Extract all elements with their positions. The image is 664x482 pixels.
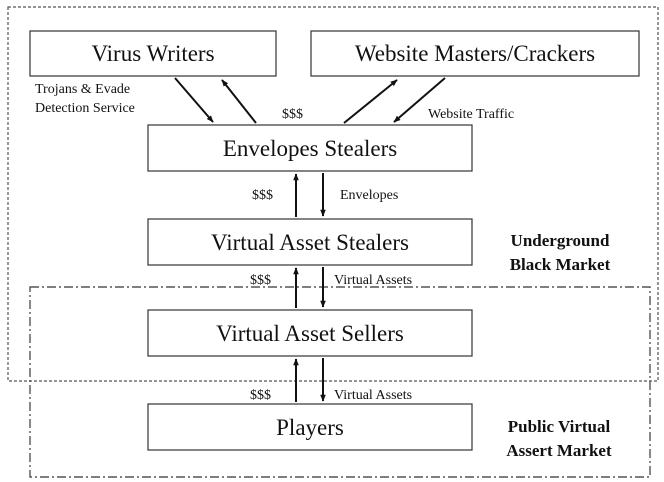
virtual-asset-stealers-box xyxy=(147,218,473,266)
arrow-money-to-website-masters xyxy=(343,79,398,124)
players-label: Players xyxy=(276,415,344,440)
virtual-asset-sellers-box xyxy=(147,309,473,357)
trojans-label-line1: Trojans & Evade xyxy=(35,82,130,97)
money-stealers-label: $$$ xyxy=(250,273,271,288)
arrow-website-traffic xyxy=(393,77,446,123)
public-market-region xyxy=(29,286,651,478)
underground-market-region xyxy=(7,6,659,382)
players-box xyxy=(147,403,473,451)
public-label-line1: Public Virtual xyxy=(508,417,611,436)
virtual-assets-label-2: Virtual Assets xyxy=(334,388,412,403)
money-sellers-label: $$$ xyxy=(250,388,271,403)
underground-label-line1: Underground xyxy=(511,231,610,250)
virtual-asset-stealers-label: Virtual Asset Stealers xyxy=(211,230,409,255)
virus-writers-label: Virus Writers xyxy=(91,41,214,66)
envelopes-stealers-label: Envelopes Stealers xyxy=(223,136,397,161)
virtual-asset-sellers-label: Virtual Asset Sellers xyxy=(216,321,404,346)
arrow-money-to-virus-writers xyxy=(221,79,257,124)
website-masters-label: Website Masters/Crackers xyxy=(355,41,595,66)
money-envelopes-label: $$$ xyxy=(252,188,273,203)
website-masters-box xyxy=(310,30,640,77)
public-label-line2: Assert Market xyxy=(506,441,612,460)
website-traffic-label: Website Traffic xyxy=(428,107,514,122)
virtual-assets-label-1: Virtual Assets xyxy=(334,273,412,288)
trojans-label-line2: Detection Service xyxy=(35,101,135,116)
money-top-label: $$$ xyxy=(282,107,303,122)
envelopes-stealers-box xyxy=(147,124,473,172)
underground-label-line2: Black Market xyxy=(510,255,611,274)
envelopes-label: Envelopes xyxy=(340,188,398,203)
arrow-trojans-to-envelopes xyxy=(174,77,214,123)
virus-writers-box xyxy=(29,30,277,77)
